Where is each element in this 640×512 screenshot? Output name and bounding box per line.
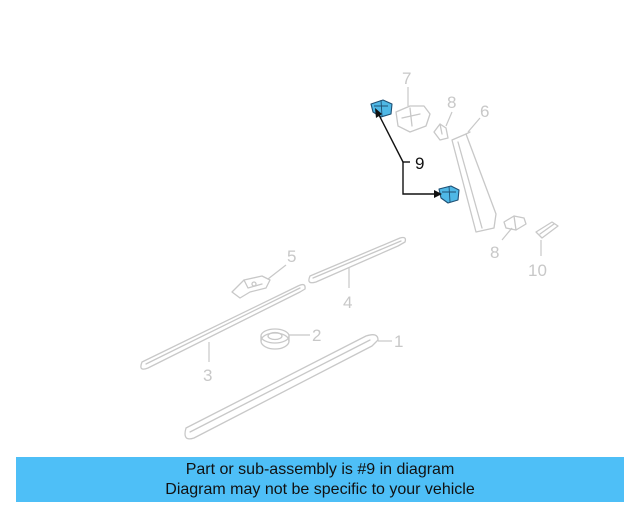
leader-6 (467, 117, 481, 133)
part-8-clip-lower (503, 215, 527, 231)
part-5-bracket (231, 275, 271, 299)
leader-8-lower (501, 227, 513, 241)
part-9-clip-lower (438, 185, 460, 204)
callout-6: 6 (480, 102, 489, 121)
part-10-fastener (535, 221, 559, 239)
leader-8-upper (445, 111, 453, 127)
part-1-moulding (184, 334, 379, 440)
part-3-moulding (140, 283, 306, 370)
callout-2: 2 (312, 326, 321, 345)
part-8-clip-upper (433, 123, 449, 141)
part-2-grommet (260, 328, 290, 350)
banner-line-1: Part or sub-assembly is #9 in diagram (185, 461, 455, 478)
part-9-clip-upper (370, 99, 393, 118)
callout-8-upper: 8 (447, 93, 456, 112)
part-7-bracket (395, 105, 431, 133)
callout-4: 4 (343, 293, 352, 312)
callout-3: 3 (203, 366, 212, 385)
part-4-moulding (308, 236, 407, 284)
callout-8-lower: 8 (490, 243, 499, 262)
banner-line-2: Diagram may not be specific to your vehi… (165, 481, 475, 498)
callout-7: 7 (402, 69, 411, 88)
part-9-leader (375, 108, 442, 198)
callout-5: 5 (287, 247, 296, 266)
callout-9: 9 (415, 154, 424, 173)
part-6-pillar-garnish (451, 131, 497, 233)
callout-1: 1 (394, 332, 403, 351)
leader-5 (267, 264, 287, 280)
callout-10: 10 (528, 261, 547, 280)
info-banner: Part or sub-assembly is #9 in diagram Di… (16, 457, 624, 502)
